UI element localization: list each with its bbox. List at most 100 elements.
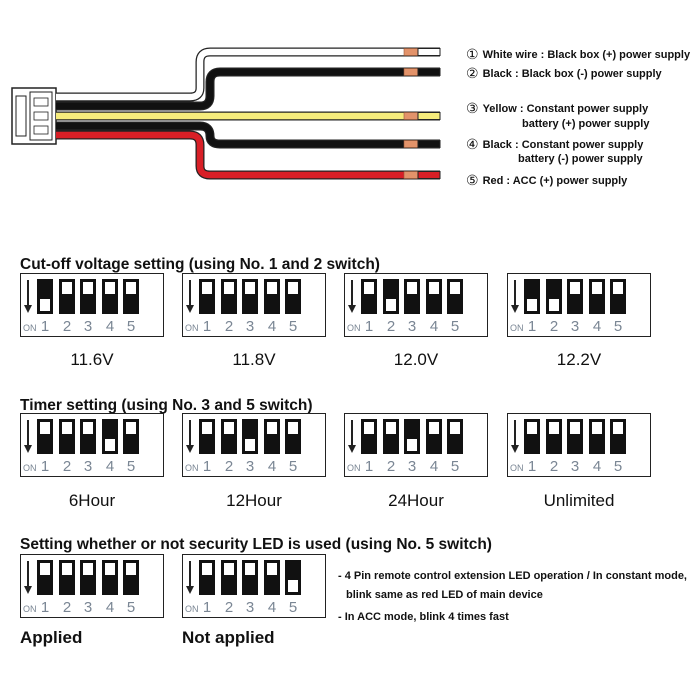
note-line: blink same as red LED of main device — [346, 589, 543, 601]
dip-switch-1 — [199, 560, 215, 595]
dip-switch-2 — [383, 419, 399, 454]
white-wire — [56, 47, 440, 102]
switch-number: 4 — [593, 458, 601, 475]
legend-text: Red : ACC (+) power supply — [482, 175, 628, 187]
switch-number: 2 — [550, 318, 558, 335]
on-label: ON — [185, 604, 199, 614]
dip-switch-3 — [242, 419, 258, 454]
switch-number: 5 — [127, 318, 135, 335]
switch-number: 2 — [225, 318, 233, 335]
dip-switch-3 — [567, 279, 583, 314]
dip-switch-5 — [123, 560, 139, 595]
legend-number: ① — [466, 46, 479, 62]
setting-label: 12.2V — [556, 350, 602, 369]
switch-number: 2 — [550, 458, 558, 475]
wire-end — [417, 112, 441, 120]
switch-number: 4 — [106, 458, 114, 475]
switch-number: 3 — [84, 318, 92, 335]
switch-number: 2 — [225, 599, 233, 616]
dip-switch-3 — [404, 419, 420, 454]
switch-number: 3 — [84, 458, 92, 475]
dip-switch-2 — [221, 419, 237, 454]
setting-label: Not applied — [182, 628, 275, 647]
legend-item: battery (+) power supply — [522, 118, 649, 130]
dip-switch-3 — [242, 279, 258, 314]
switch-number: 1 — [41, 318, 49, 335]
on-label: ON — [23, 604, 37, 614]
copper-tip — [403, 171, 419, 179]
switch-number: 4 — [593, 318, 601, 335]
dip-switch-5 — [123, 419, 139, 454]
switch-number: 3 — [408, 318, 416, 335]
switch-number: 4 — [430, 458, 438, 475]
section-title: Timer setting (using No. 3 and 5 switch) — [20, 397, 313, 414]
switch-number: 4 — [106, 318, 114, 335]
dip-switch-4 — [102, 419, 118, 454]
switch-number: 1 — [41, 458, 49, 475]
red-wire — [56, 130, 440, 180]
on-label: ON — [185, 463, 199, 473]
dip-switch-2 — [546, 279, 562, 314]
switch-number: 1 — [203, 318, 211, 335]
switch-number: 1 — [365, 318, 373, 335]
switch-number: 5 — [127, 599, 135, 616]
switch-number: 5 — [451, 318, 459, 335]
down-arrow-icon — [348, 280, 356, 313]
down-arrow-icon — [186, 280, 194, 313]
down-arrow-icon — [24, 280, 32, 313]
note-line: - 4 Pin remote control extension LED ope… — [338, 570, 687, 582]
switch-number: 5 — [289, 458, 297, 475]
down-arrow-icon — [24, 420, 32, 453]
switch-number: 3 — [84, 599, 92, 616]
switch-number: 5 — [127, 458, 135, 475]
legend-number: ④ — [466, 136, 479, 152]
dip-switch-3 — [404, 279, 420, 314]
switch-number: 3 — [246, 599, 254, 616]
section-title: Cut-off voltage setting (using No. 1 and… — [20, 256, 380, 273]
legend-item: battery (-) power supply — [518, 153, 643, 165]
switch-number: 4 — [106, 599, 114, 616]
setting-label: Applied — [20, 628, 83, 647]
section-title: Setting whether or not security LED is u… — [20, 536, 492, 553]
legend-text: Yellow : Constant power supply — [482, 103, 649, 115]
dip-switch-4 — [102, 560, 118, 595]
dip-switch-2 — [59, 419, 75, 454]
on-label: ON — [23, 463, 37, 473]
dip-switch-5 — [285, 419, 301, 454]
switch-number: 1 — [528, 318, 536, 335]
legend-text: battery (+) power supply — [522, 118, 650, 130]
switch-number: 1 — [528, 458, 536, 475]
dip-switch-1 — [37, 279, 53, 314]
switch-number: 4 — [268, 599, 276, 616]
dip-switch-5 — [123, 279, 139, 314]
wire-end — [417, 171, 441, 179]
legend-text: battery (-) power supply — [518, 153, 643, 165]
switch-number: 4 — [268, 458, 276, 475]
dip-switch-4 — [264, 419, 280, 454]
dip-switch-5 — [285, 279, 301, 314]
setting-label: Unlimited — [543, 491, 615, 510]
setting-label: 12Hour — [226, 491, 282, 510]
dip-switch-1 — [37, 419, 53, 454]
dip-switch-2 — [546, 419, 562, 454]
switch-number: 5 — [289, 318, 297, 335]
black-wire-1 — [56, 67, 440, 111]
dip-switch-3 — [80, 279, 96, 314]
dip-switch-4 — [102, 279, 118, 314]
switch-number: 2 — [63, 318, 71, 335]
on-label: ON — [23, 323, 37, 333]
wires — [56, 47, 441, 180]
dip-switch-2 — [59, 279, 75, 314]
dip-switch-2 — [383, 279, 399, 314]
legend-number: ② — [466, 65, 479, 81]
setting-label: 11.8V — [232, 350, 276, 369]
dip-switch-3 — [80, 560, 96, 595]
switch-number: 4 — [430, 318, 438, 335]
down-arrow-icon — [24, 561, 32, 594]
